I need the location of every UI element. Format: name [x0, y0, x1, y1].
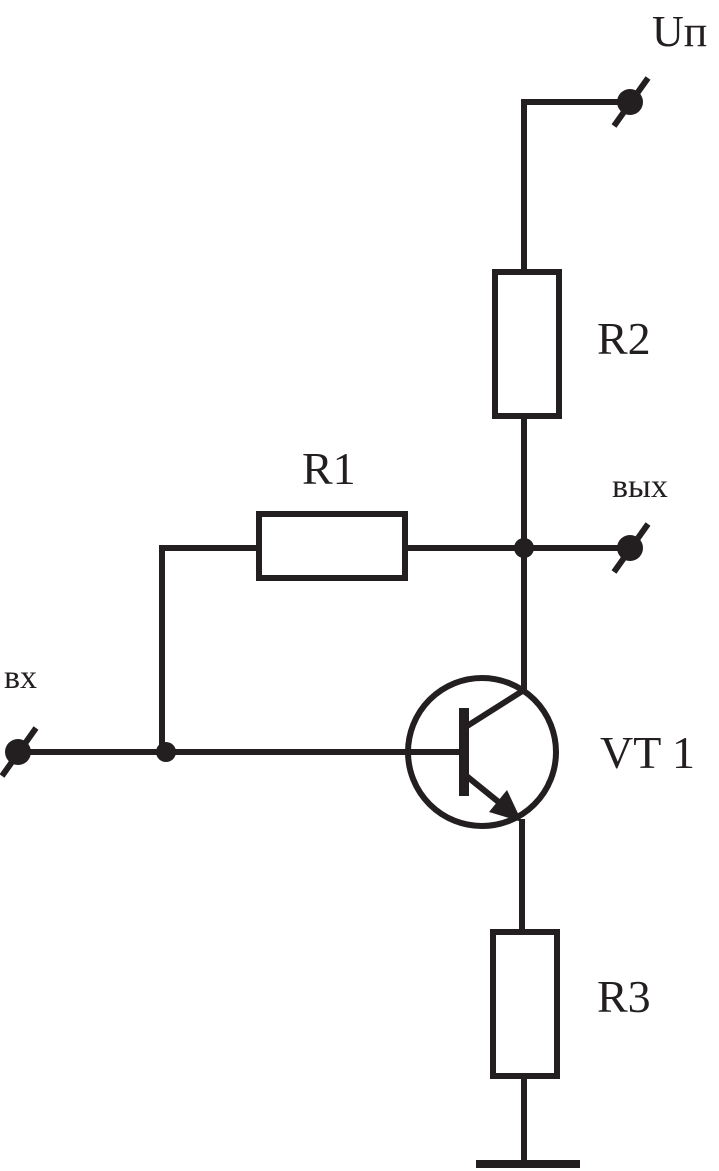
- resistor-r1: [256, 511, 408, 581]
- label-transistor: VT 1: [600, 727, 695, 778]
- emitter-arrow-icon: [489, 790, 522, 822]
- resistor-r3: [490, 929, 560, 1079]
- label-supply: Uп: [652, 7, 707, 56]
- label-r3: R3: [597, 971, 651, 1022]
- input-node-dot: [156, 742, 176, 762]
- supply-wire: [521, 99, 633, 275]
- output-terminal: [611, 522, 651, 574]
- input-terminal: [0, 726, 39, 778]
- label-input: вх: [4, 659, 37, 696]
- label-r2: R2: [597, 313, 651, 364]
- r1-left-wire: [159, 545, 262, 755]
- label-output: вых: [612, 468, 668, 505]
- resistor-r2: [492, 269, 562, 419]
- supply-terminal: [611, 76, 651, 128]
- label-r1: R1: [302, 443, 356, 494]
- transistor-vt1: [405, 675, 559, 829]
